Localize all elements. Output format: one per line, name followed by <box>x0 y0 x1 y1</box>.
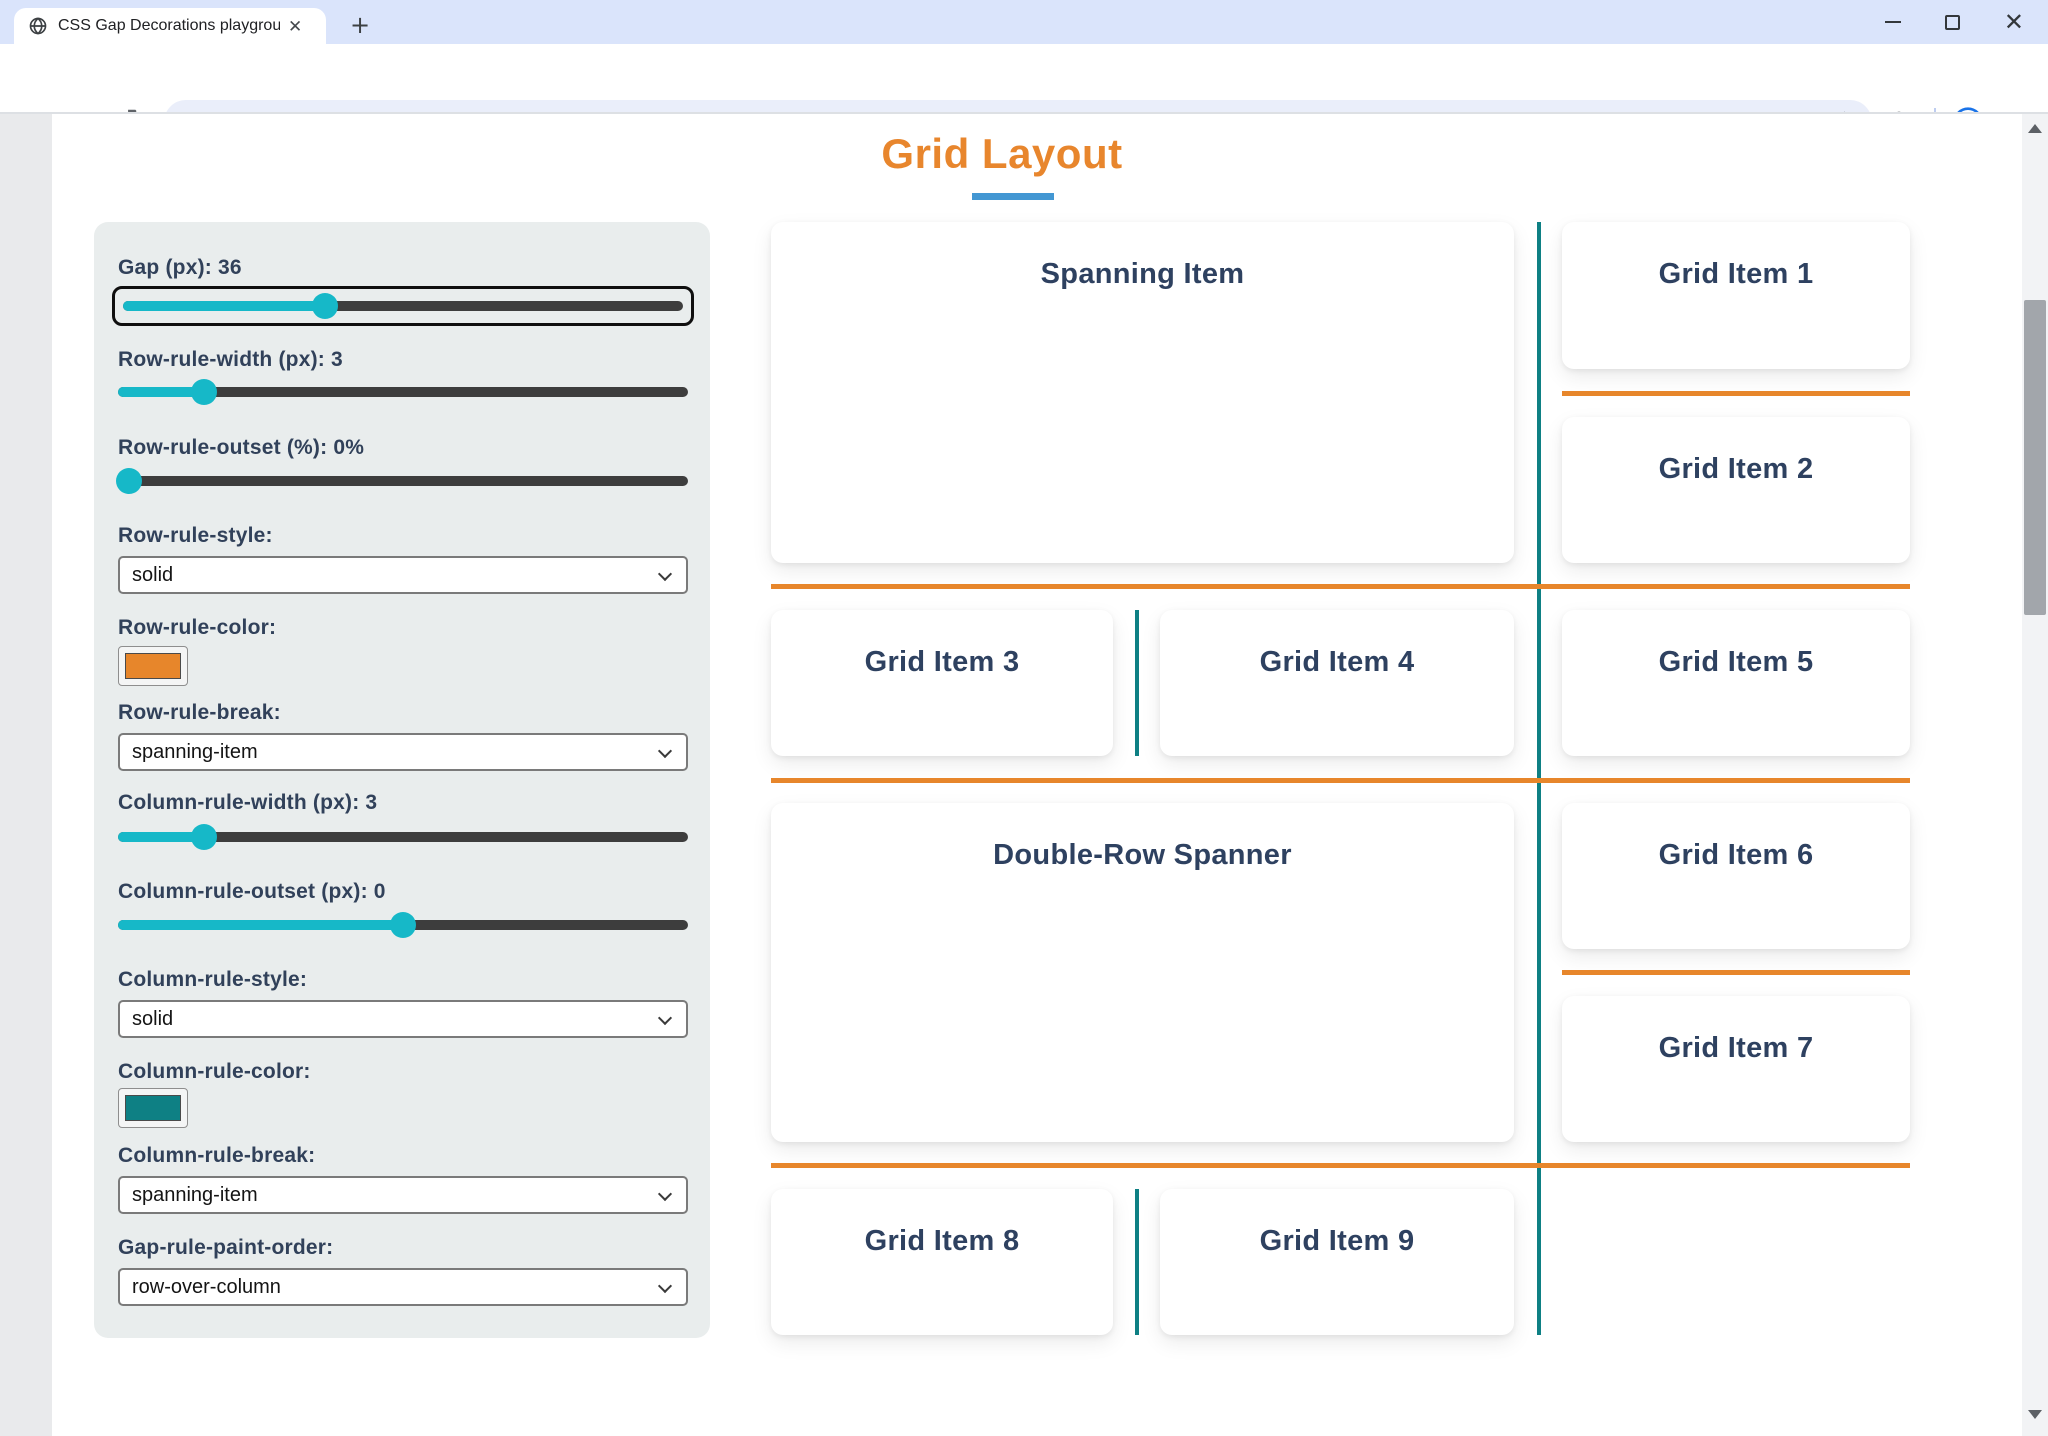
column-rule-style-label: Column-rule-style: <box>118 968 308 991</box>
chevron-down-icon <box>657 566 673 582</box>
tab-close-icon[interactable]: ✕ <box>288 16 303 36</box>
grid-item-5: Grid Item 5 <box>1562 610 1910 756</box>
column-rule-break-label: Column-rule-break: <box>118 1144 316 1167</box>
gap-slider[interactable] <box>123 293 683 319</box>
title-underline <box>972 193 1054 200</box>
column-rule-width-slider-thumb[interactable] <box>190 824 217 850</box>
column-rule-outset-slider-thumb[interactable] <box>390 912 416 938</box>
grid-item-3: Grid Item 3 <box>771 610 1113 756</box>
row-rule-segment-col3-b <box>1562 970 1910 975</box>
gap-slider-focus-ring <box>112 286 694 326</box>
grid-item-2: Grid Item 2 <box>1562 417 1910 563</box>
window-maximize-button[interactable] <box>1944 14 1960 30</box>
column-rule-width-slider[interactable] <box>118 824 688 850</box>
column-rule-style-select[interactable]: solid <box>118 1000 688 1038</box>
column-rule-segment-row6 <box>1135 1189 1139 1335</box>
gap-slider-thumb[interactable] <box>311 293 338 319</box>
toolbar-divider <box>0 112 2048 114</box>
row-rule-segment-full-c <box>771 1163 1910 1168</box>
row-rule-outset-slider-thumb[interactable] <box>116 468 143 494</box>
column-rule-width-label: Column-rule-width (px): 3 <box>118 791 378 814</box>
gap-rule-paint-order-select[interactable]: row-over-column <box>118 1268 688 1306</box>
window-close-button[interactable]: ✕ <box>2003 8 2024 36</box>
window-minimize-button[interactable] <box>1884 21 1901 23</box>
scrollbar-up-arrow[interactable] <box>2028 124 2042 133</box>
row-rule-outset-label: Row-rule-outset (%): 0% <box>118 436 365 459</box>
row-rule-style-label: Row-rule-style: <box>118 524 273 547</box>
grid-item-7: Grid Item 7 <box>1562 996 1910 1142</box>
row-rule-color-label: Row-rule-color: <box>118 616 277 639</box>
column-rule-outset-slider[interactable] <box>118 912 688 938</box>
grid-item-9: Grid Item 9 <box>1160 1189 1514 1335</box>
row-rule-width-slider-thumb[interactable] <box>190 379 217 405</box>
favicon-globe-icon <box>28 16 48 36</box>
chevron-down-icon <box>657 743 673 759</box>
controls-panel: Gap (px): 36 Row-rule-width (px): 3 Row-… <box>94 222 710 1338</box>
row-rule-style-select[interactable]: solid <box>118 556 688 594</box>
browser-tab[interactable]: CSS Gap Decorations playgroun ✕ <box>14 8 326 44</box>
tab-title: CSS Gap Decorations playgroun <box>58 17 280 34</box>
column-rule-segment-row3 <box>1135 610 1139 756</box>
page-title: Grid Layout <box>881 130 1123 177</box>
scrollbar-down-arrow[interactable] <box>2028 1410 2042 1419</box>
row-rule-break-select[interactable]: spanning-item <box>118 733 688 771</box>
browser-toolbar: ← → ↻ microsoftedge.github.io/Demos/css-… <box>0 44 2048 144</box>
row-rule-segment-full-b <box>771 778 1910 783</box>
row-rule-color-swatch <box>125 653 181 679</box>
column-rule-color-picker[interactable] <box>118 1088 188 1128</box>
gap-slider-track[interactable] <box>123 293 683 319</box>
chevron-down-icon <box>657 1186 673 1202</box>
browser-titlebar: CSS Gap Decorations playgroun ✕ + ✕ <box>0 0 2048 44</box>
page-left-margin <box>0 114 52 1436</box>
grid-item-spanning: Spanning Item <box>771 222 1514 563</box>
scrollbar-thumb[interactable] <box>2024 300 2046 615</box>
column-rule-color-label: Column-rule-color: <box>118 1060 311 1083</box>
gap-rule-paint-order-label: Gap-rule-paint-order: <box>118 1236 334 1259</box>
column-rule-outset-label: Column-rule-outset (px): 0 <box>118 880 386 903</box>
row-rule-color-picker[interactable] <box>118 646 188 686</box>
column-rule-break-select[interactable]: spanning-item <box>118 1176 688 1214</box>
grid-item-6: Grid Item 6 <box>1562 803 1910 949</box>
new-tab-button[interactable]: + <box>349 11 371 39</box>
row-rule-break-label: Row-rule-break: <box>118 701 281 724</box>
grid-item-8: Grid Item 8 <box>771 1189 1113 1335</box>
grid-item-double-row-spanner: Double-Row Spanner <box>771 803 1514 1142</box>
grid-item-4: Grid Item 4 <box>1160 610 1514 756</box>
row-rule-outset-slider[interactable] <box>116 468 688 494</box>
chevron-down-icon <box>657 1010 673 1026</box>
row-rule-width-slider[interactable] <box>118 379 688 405</box>
column-rule-color-swatch <box>125 1095 181 1121</box>
row-rule-width-label: Row-rule-width (px): 3 <box>118 348 343 371</box>
grid-item-1: Grid Item 1 <box>1562 222 1910 369</box>
row-rule-segment-col3-a <box>1562 391 1910 396</box>
row-rule-segment-full-a <box>771 584 1910 589</box>
gap-label: Gap (px): 36 <box>118 256 242 279</box>
chevron-down-icon <box>657 1278 673 1294</box>
